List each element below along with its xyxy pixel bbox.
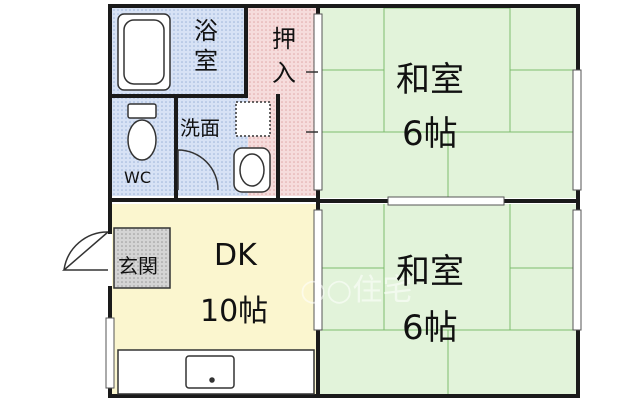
washroom-label: 洗面 [180,116,220,140]
bath-label: 浴 室 [194,17,218,75]
washitsu-top-size: 6帖 [402,114,458,154]
windows [105,13,582,389]
washitsu-bottom-name: 和室 [396,252,464,292]
watermark: ○○住宅 [300,273,412,308]
wc-label: WC [124,168,151,187]
dk-size: 10帖 [200,294,269,329]
entrance-floor [113,227,171,289]
closet-label: 押 入 [272,25,296,87]
dk-name: DK [214,238,257,273]
washitsu-bottom-size: 6帖 [402,308,458,348]
bathtub [117,13,171,91]
toilet-fixture [127,103,157,161]
doors [61,71,318,271]
washitsu-top-name: 和室 [396,60,464,100]
wash-basin [233,101,271,193]
tatami-lines-bottom [320,204,576,394]
kitchen-sink [117,349,315,395]
entrance-label: 玄関 [118,254,158,278]
